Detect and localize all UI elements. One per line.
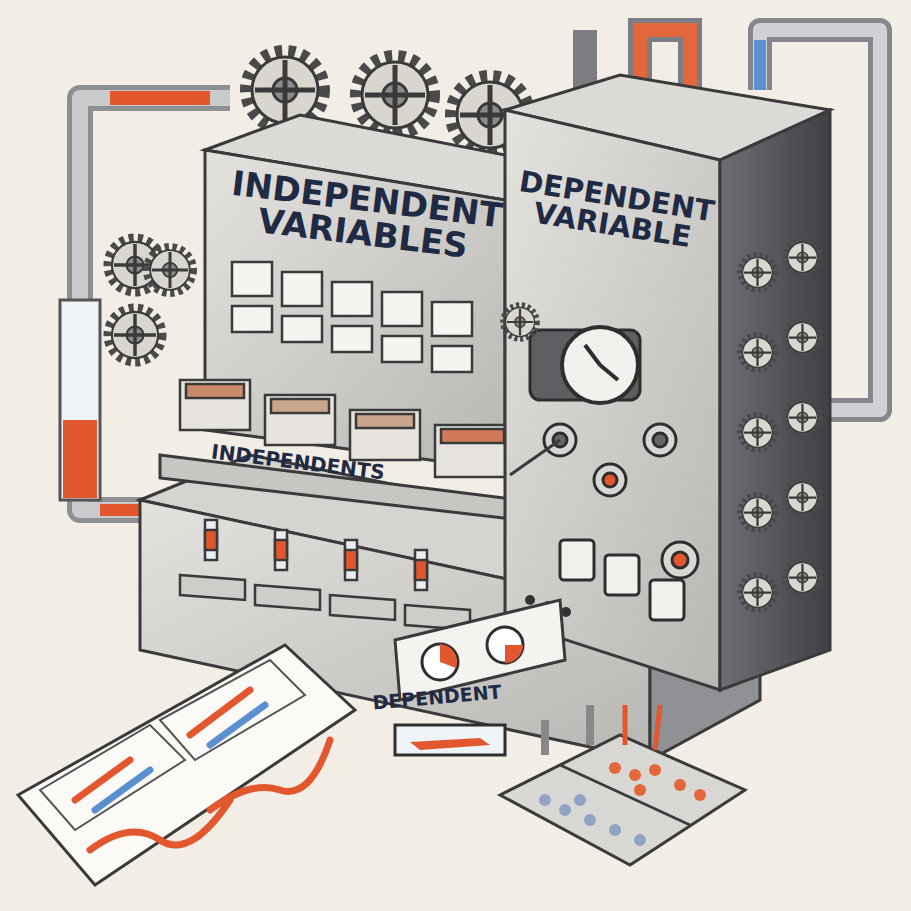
machine-illustration bbox=[0, 0, 911, 911]
stage: INDEPENDENT VARIABLESDEPENDENT VARIABLEI… bbox=[0, 0, 911, 911]
